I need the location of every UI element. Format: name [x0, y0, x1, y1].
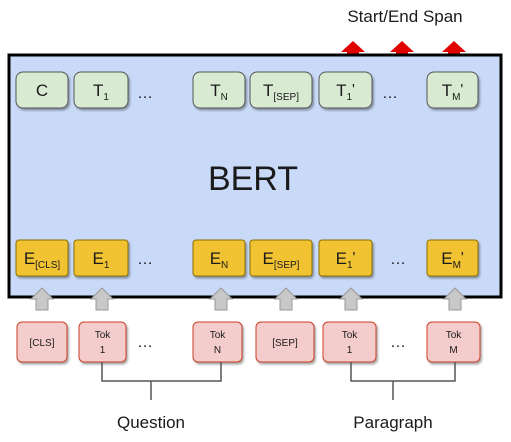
embedding-box-2 — [73, 239, 129, 277]
output-label-4: T[SEP] — [263, 81, 299, 103]
token-box-2 — [78, 321, 127, 363]
embedding-row: E[CLS] E1 EN E[SEP] E1' EM' — [15, 239, 479, 277]
token-line2-3: N — [214, 345, 221, 356]
embedding-label-6: EM' — [441, 249, 464, 271]
start-end-span-label: Start/End Span — [347, 7, 462, 26]
output-label-2: T1 — [93, 81, 109, 103]
paragraph-label: Paragraph — [353, 413, 432, 432]
input-arrow-2 — [89, 287, 115, 311]
embedding-label-2: E1 — [93, 249, 110, 271]
token-line1-2: Tok — [95, 330, 112, 341]
output-box-5 — [318, 71, 373, 109]
token-line2-5: 1 — [347, 345, 353, 356]
output-box-1 — [15, 71, 69, 109]
input-arrow-5 — [338, 287, 364, 311]
embedding-box-3 — [192, 239, 246, 277]
output-ellipsis-2: … — [382, 85, 398, 102]
output-ellipsis-1: … — [137, 85, 153, 102]
question-label: Question — [117, 413, 185, 432]
output-box-3 — [192, 71, 246, 109]
embedding-box-5 — [318, 239, 373, 277]
embedding-box-6 — [426, 239, 479, 277]
output-label-3: TN — [210, 81, 228, 103]
output-box-4 — [249, 71, 313, 109]
input-arrows — [29, 287, 468, 311]
output-label-5: T1' — [336, 81, 355, 103]
embedding-label-4: E[SEP] — [263, 249, 300, 271]
output-label-1: C — [36, 81, 48, 100]
token-box-4 — [255, 321, 315, 363]
embedding-box-1 — [15, 239, 69, 277]
token-line1-6: Tok — [446, 330, 463, 341]
output-row: C T1 TN T[SEP] T1' TM' — [15, 71, 479, 109]
embedding-ellipsis-1: … — [137, 251, 153, 268]
token-ellipsis-2: … — [390, 334, 406, 351]
token-ellipsis-1: … — [137, 334, 153, 351]
token-line1-1: [CLS] — [29, 338, 54, 349]
token-box-3 — [192, 321, 243, 363]
embedding-box-4 — [249, 239, 313, 277]
input-arrow-1 — [29, 287, 55, 311]
embedding-label-5: E1' — [336, 249, 356, 271]
embedding-ellipsis-2: … — [390, 251, 406, 268]
input-arrow-3 — [208, 287, 234, 311]
input-arrow-6 — [442, 287, 468, 311]
embedding-label-1: E[CLS] — [24, 249, 61, 271]
token-line2-6: M — [449, 345, 457, 356]
input-arrow-4 — [273, 287, 299, 311]
embedding-label-3: EN — [210, 249, 229, 271]
output-label-6: TM' — [442, 81, 464, 103]
token-box-5 — [322, 321, 377, 363]
token-box-6 — [426, 321, 481, 363]
bert-label: BERT — [208, 160, 298, 198]
output-box-2 — [73, 71, 129, 109]
question-bracket — [101, 362, 222, 400]
paragraph-bracket — [350, 362, 456, 400]
token-line2-2: 1 — [100, 345, 106, 356]
token-line1-4: [SEP] — [272, 338, 298, 349]
output-box-6 — [426, 71, 479, 109]
token-box-1 — [16, 321, 68, 363]
token-line1-3: Tok — [210, 330, 227, 341]
token-line1-5: Tok — [342, 330, 359, 341]
